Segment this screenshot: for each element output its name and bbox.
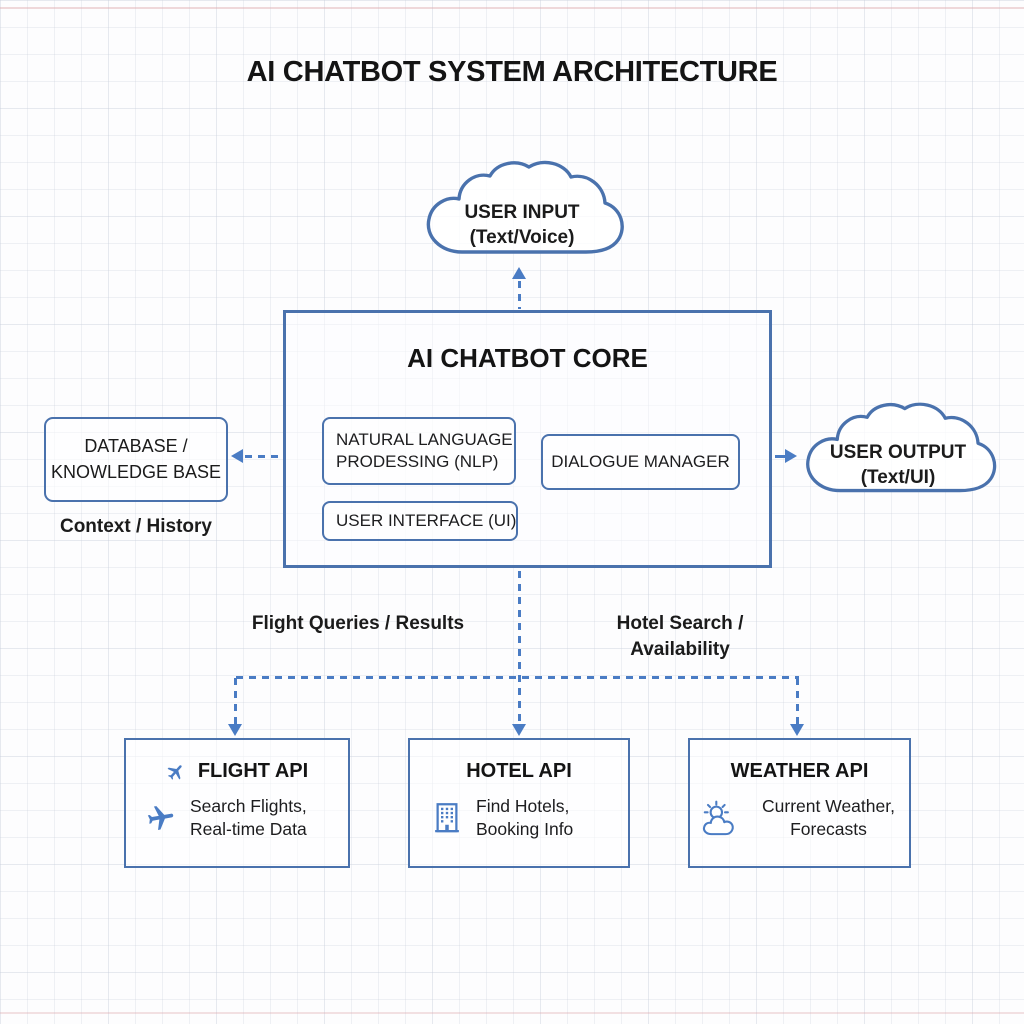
user-input-line1: USER INPUT bbox=[464, 202, 580, 223]
flight-api-description: Search Flights, Real-time Data bbox=[190, 795, 307, 841]
flight-queries-label: Flight Queries / Results bbox=[251, 613, 465, 634]
flight-api-title: FLIGHT API bbox=[197, 760, 309, 782]
arrowhead-down bbox=[228, 724, 242, 736]
hotel-api-box: HOTEL API Find Hotels, Boo bbox=[408, 738, 630, 868]
dashed-connector-branch-horizontal bbox=[236, 676, 799, 679]
flight-api-desc-line2: Real-time Data bbox=[190, 818, 307, 839]
weather-api-title-row: WEATHER API bbox=[690, 760, 909, 783]
user-output-line1: USER OUTPUT bbox=[829, 442, 967, 463]
flight-api-desc-row: Search Flights, Real-time Data bbox=[126, 795, 348, 841]
database-line2: KNOWLEDGE BASE bbox=[50, 461, 222, 482]
user-interface-box: USER INTERFACE (UI) bbox=[322, 501, 518, 541]
dialogue-manager-box: DIALOGUE MANAGER bbox=[541, 434, 740, 490]
nlp-label: NATURAL LANGUAGE PRODESSING (NLP) bbox=[336, 429, 513, 471]
airplane-icon bbox=[167, 764, 182, 780]
page-title: AI CHATBOT SYSTEM ARCHITECTURE bbox=[246, 56, 778, 88]
weather-api-desc-row: Current Weather, Forecasts bbox=[690, 795, 909, 841]
hotel-search-label-line2: Availability bbox=[630, 638, 730, 660]
cloud-icon bbox=[426, 160, 624, 254]
weather-api-description: Current Weather, Forecasts bbox=[758, 795, 909, 841]
dashed-connector-to-flight bbox=[234, 678, 237, 724]
hotel-search-label: Hotel Search / Availability bbox=[598, 611, 762, 662]
user-output-text: USER OUTPUT (Text/UI) bbox=[790, 440, 1006, 490]
weather-api-desc-line2: Forecasts bbox=[790, 818, 867, 839]
cloud-icon bbox=[806, 402, 997, 493]
grid-accent-line bbox=[0, 7, 1024, 9]
hotel-api-desc-line1: Find Hotels, bbox=[476, 796, 570, 816]
arrowhead-right bbox=[785, 449, 797, 463]
airplane-icon bbox=[166, 762, 186, 782]
hotel-api-description: Find Hotels, Booking Info bbox=[476, 795, 573, 841]
hotel-api-title: HOTEL API bbox=[466, 760, 572, 782]
building-icon bbox=[432, 801, 462, 835]
weather-api-title: WEATHER API bbox=[730, 760, 869, 782]
user-output-line2: (Text/UI) bbox=[860, 467, 936, 489]
user-interface-label: USER INTERFACE (UI) bbox=[336, 510, 517, 530]
flight-api-desc-line1: Search Flights, bbox=[190, 796, 307, 816]
hotel-api-desc-row: Find Hotels, Booking Info bbox=[410, 795, 628, 841]
database-knowledge-base-box: DATABASE / KNOWLEDGE BASE bbox=[44, 417, 228, 502]
user-input-text: USER INPUT (Text/Voice) bbox=[412, 200, 632, 250]
arrowhead-down bbox=[790, 724, 804, 736]
airplane-icon bbox=[147, 805, 174, 830]
sun-cloud-icon bbox=[700, 800, 744, 836]
arrowhead-down bbox=[512, 724, 526, 736]
flight-api-title-row: FLIGHT API bbox=[126, 760, 348, 783]
dashed-connector-core-to-input bbox=[518, 281, 521, 309]
hotel-search-label-line1: Hotel Search / bbox=[616, 613, 744, 634]
user-output-cloud: USER OUTPUT (Text/UI) bbox=[790, 398, 1006, 506]
flight-api-box: FLIGHT API Search Flights, Real-time Dat… bbox=[124, 738, 350, 868]
connector-core-to-output bbox=[775, 455, 787, 458]
building-icon bbox=[435, 802, 459, 832]
context-history-caption: Context / History bbox=[59, 516, 213, 537]
arrowhead-left bbox=[231, 449, 243, 463]
user-input-cloud: USER INPUT (Text/Voice) bbox=[412, 156, 632, 268]
dashed-connector-core-down bbox=[518, 571, 521, 723]
grid-accent-line bbox=[0, 1012, 1024, 1014]
weather-api-box: WEATHER API Current Weather, bbox=[688, 738, 911, 868]
hotel-api-desc-line2: Booking Info bbox=[476, 818, 574, 839]
core-title: AI CHATBOT CORE bbox=[407, 343, 648, 373]
user-input-line2: (Text/Voice) bbox=[469, 227, 575, 249]
ai-chatbot-core-box: AI CHATBOT CORE NATURAL LANGUAGE PRODESS… bbox=[283, 310, 772, 568]
dialogue-manager-label: DIALOGUE MANAGER bbox=[551, 451, 730, 471]
sun-cloud-icon bbox=[702, 800, 734, 835]
dashed-connector-to-weather bbox=[796, 678, 799, 724]
database-line1: DATABASE / bbox=[84, 436, 188, 457]
weather-api-desc-line1: Current Weather, bbox=[762, 796, 895, 816]
dashed-connector-core-to-database bbox=[245, 455, 283, 458]
nlp-box: NATURAL LANGUAGE PRODESSING (NLP) bbox=[322, 417, 516, 485]
airplane-icon bbox=[146, 803, 176, 833]
hotel-api-title-row: HOTEL API bbox=[410, 760, 628, 783]
arrowhead-up bbox=[512, 267, 526, 279]
